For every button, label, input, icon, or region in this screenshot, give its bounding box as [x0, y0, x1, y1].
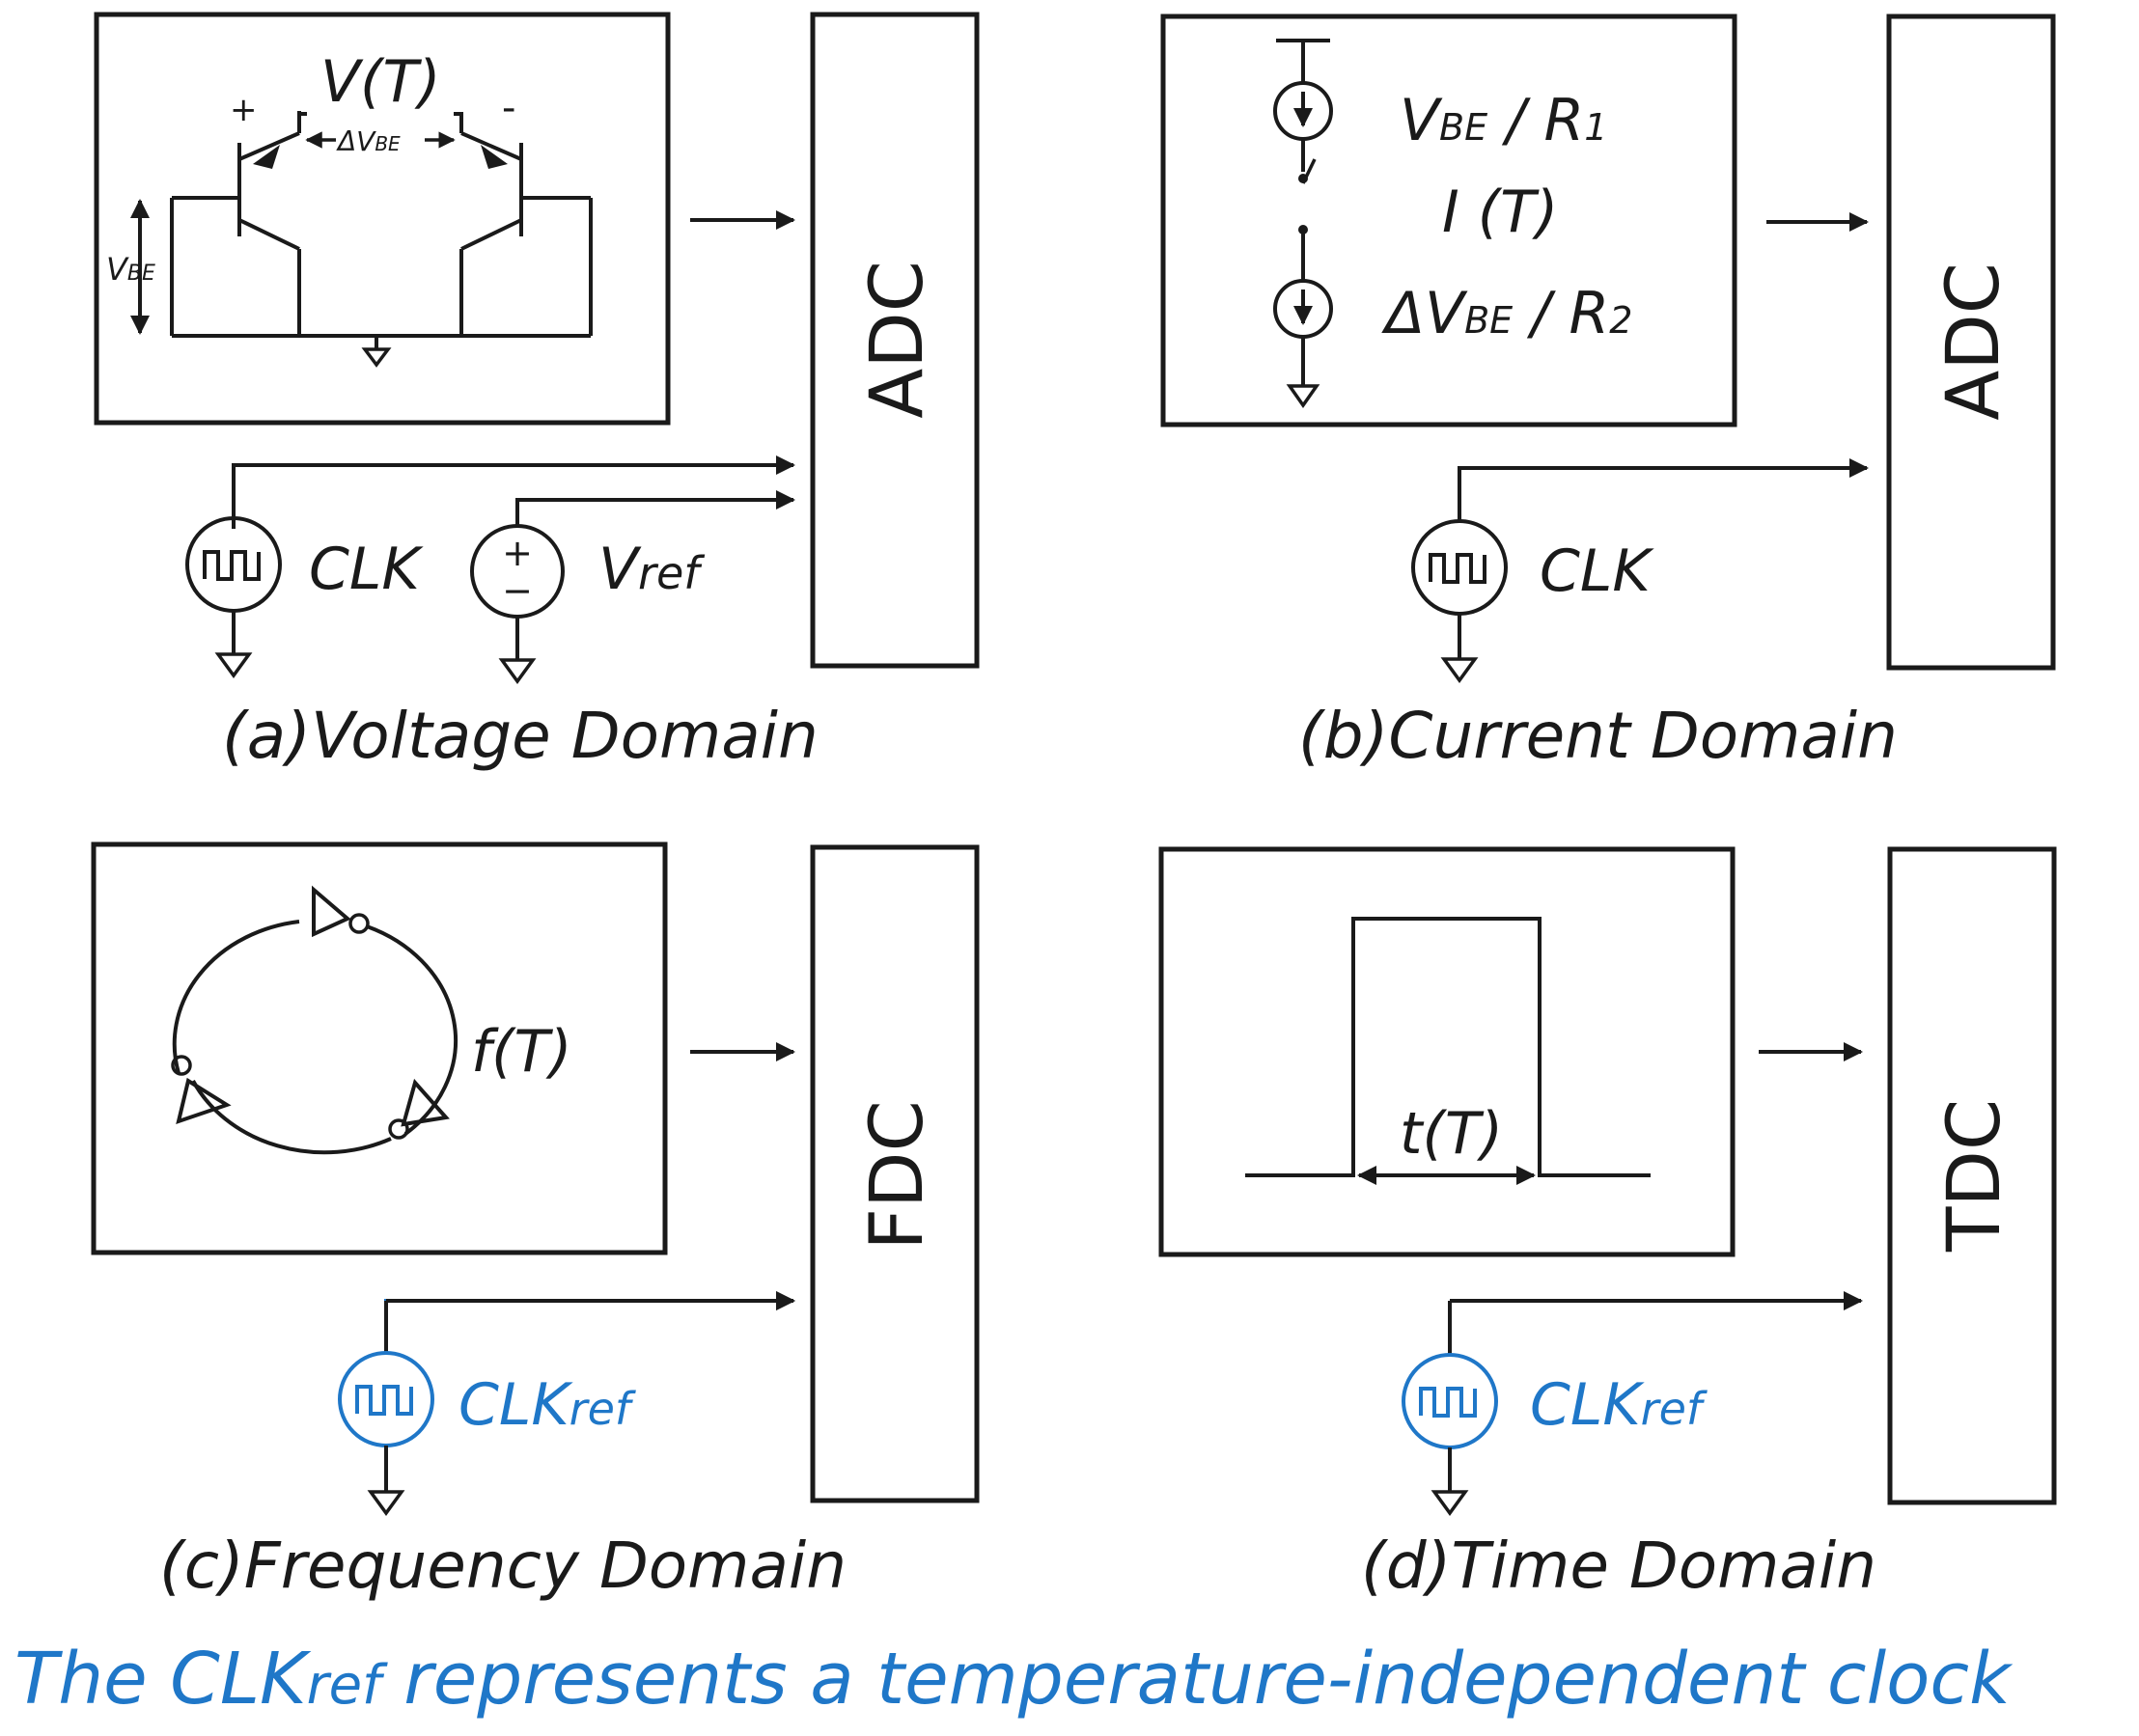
clkref-label: CLKref — [1530, 1371, 1708, 1439]
tdc-block — [1887, 846, 2057, 1505]
i-t-label: I (T) — [1442, 179, 1558, 246]
bjt-pair-circuit — [130, 111, 593, 368]
v-t-label: V(T) — [320, 48, 441, 116]
caption-a: (a)Voltage Domain — [222, 699, 819, 773]
vref-plus-sign: + — [502, 532, 533, 574]
ring-oscillator-box — [91, 841, 668, 1255]
pulse-box — [1158, 846, 1736, 1257]
t-t-label: t(T) — [1400, 1100, 1503, 1168]
clk-label: CLK — [309, 536, 424, 603]
panel-c-frequency-domain: f(T) FDC CLKref (c)Frequency Domain — [91, 841, 980, 1603]
minus-terminal-label: - — [502, 86, 515, 130]
current-source-box — [1160, 14, 1737, 427]
i1-label: VBE / R1 — [1400, 87, 1607, 154]
footer-note: The CLKref represents a temperature-inde… — [14, 1638, 2014, 1721]
current-source-stack — [1273, 39, 1333, 409]
clk-source — [185, 455, 795, 678]
clkref-source — [338, 1291, 795, 1516]
vref-source — [470, 490, 795, 684]
panel-b-current-domain: VBE / R1 I (T) ΔVBE / R2 ADC CLK (b)Curr… — [1160, 14, 2056, 773]
adc-label: ADC — [853, 261, 939, 419]
fdc-block — [810, 844, 980, 1503]
adc-block — [1886, 14, 2056, 671]
i2-label: ΔVBE / R2 — [1381, 280, 1632, 347]
f-t-label: f(T) — [471, 1018, 572, 1086]
adc-label: ADC — [1930, 262, 2015, 421]
ring-oscillator — [171, 885, 458, 1155]
clk-source — [1411, 458, 1869, 683]
clkref-source — [1402, 1291, 1863, 1516]
fdc-label: FDC — [853, 1100, 939, 1250]
caption-d: (d)Time Domain — [1361, 1529, 1876, 1603]
clkref-label: CLKref — [458, 1371, 636, 1439]
vbe-label: VBE — [106, 251, 155, 288]
vref-minus-sign: − — [502, 569, 533, 612]
vref-label: Vref — [598, 536, 705, 603]
clk-label: CLK — [1540, 537, 1654, 605]
caption-c: (c)Frequency Domain — [159, 1529, 847, 1603]
panel-a-voltage-domain: V(T) + - ΔVBE VBE ADC CLK + − Vref (a)Vo… — [94, 12, 980, 773]
caption-b: (b)Current Domain — [1298, 699, 1898, 773]
adc-block — [810, 12, 980, 669]
delta-vbe-label: ΔVBE — [336, 125, 401, 157]
tdc-label: TDC — [1931, 1099, 2016, 1253]
pulse-waveform — [1245, 917, 1651, 1185]
bjt-pair-box — [94, 12, 671, 426]
panel-d-time-domain: t(T) TDC CLKref (d)Time Domain — [1158, 846, 2057, 1603]
plus-terminal-label: + — [230, 91, 258, 129]
